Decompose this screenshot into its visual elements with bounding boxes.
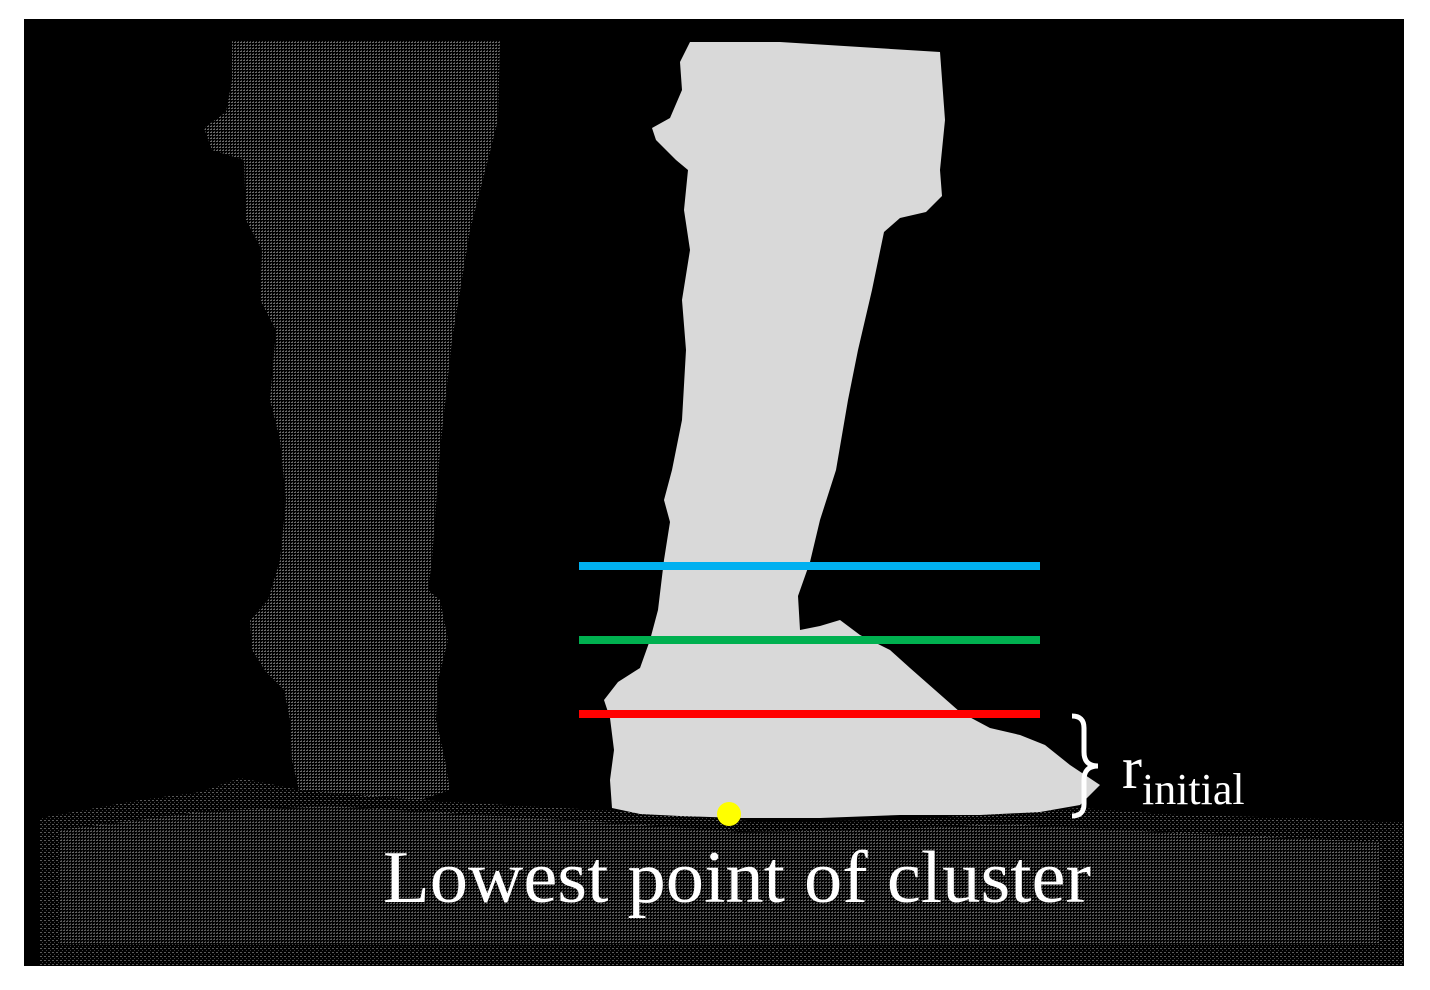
background-leg-cloud [204, 40, 500, 802]
lowest-point-marker [717, 802, 741, 826]
r-initial-label: rinitial [1122, 735, 1245, 814]
lowest-point-caption: Lowest point of cluster [383, 837, 1091, 919]
r-subscript: initial [1142, 765, 1245, 814]
r-initial-brace [1071, 713, 1099, 819]
r-symbol: r [1122, 735, 1142, 801]
leg-cluster [604, 42, 1100, 818]
ground-cloud-dense [60, 806, 1380, 945]
